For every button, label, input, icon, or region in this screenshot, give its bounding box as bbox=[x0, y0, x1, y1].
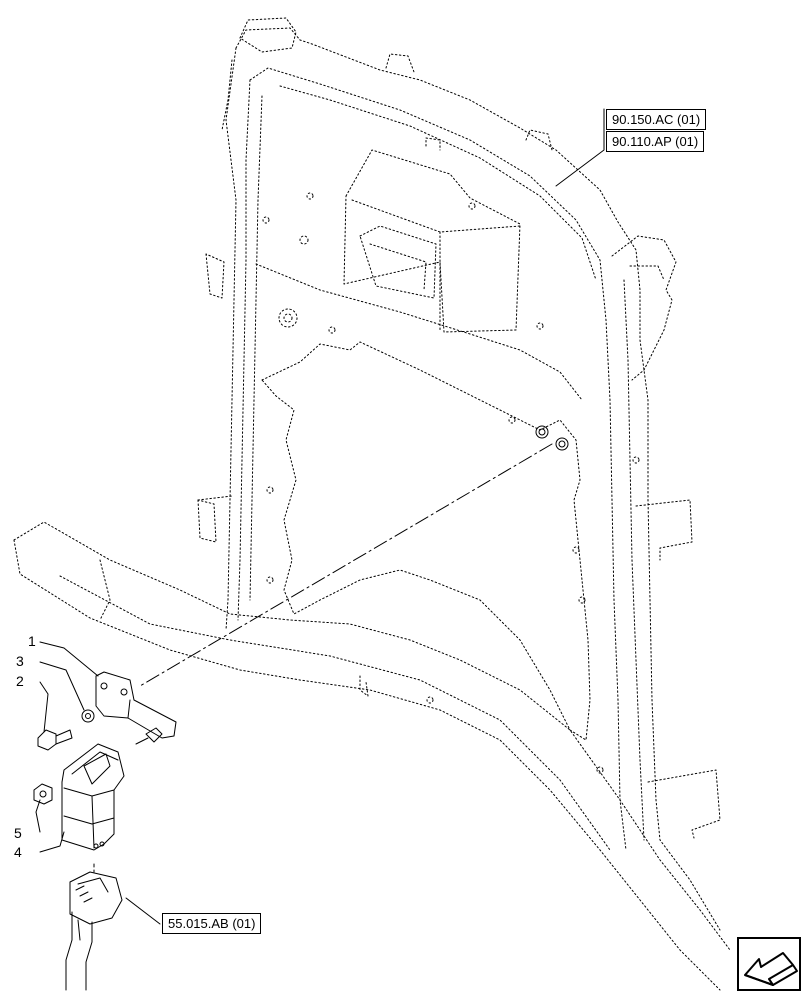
callout-number: 5 bbox=[14, 825, 22, 841]
mounting-holes bbox=[535, 425, 569, 451]
reference-leaders bbox=[125, 108, 605, 925]
bolt-part bbox=[37, 729, 73, 751]
washer-part bbox=[81, 709, 95, 723]
callout-number: 1 bbox=[28, 633, 36, 649]
nut-part bbox=[33, 783, 53, 805]
stud-part bbox=[135, 727, 163, 745]
reference-label[interactable]: 90.150.AC (01) bbox=[606, 109, 707, 130]
frame-outline bbox=[13, 17, 731, 991]
arrow-left-icon bbox=[744, 952, 798, 986]
bracket-part bbox=[95, 671, 177, 739]
connector-harness bbox=[65, 863, 123, 991]
assembly-axis-line bbox=[139, 443, 553, 687]
sensor-module-part bbox=[61, 743, 125, 851]
callout-number: 4 bbox=[14, 844, 22, 860]
callout-number: 3 bbox=[16, 653, 24, 669]
reference-label[interactable]: 55.015.AB (01) bbox=[162, 913, 262, 934]
reference-label[interactable]: 90.110.AP (01) bbox=[606, 131, 705, 152]
callout-number: 2 bbox=[16, 673, 24, 689]
navigation-button[interactable] bbox=[737, 937, 801, 991]
callout-leaders bbox=[35, 641, 99, 853]
